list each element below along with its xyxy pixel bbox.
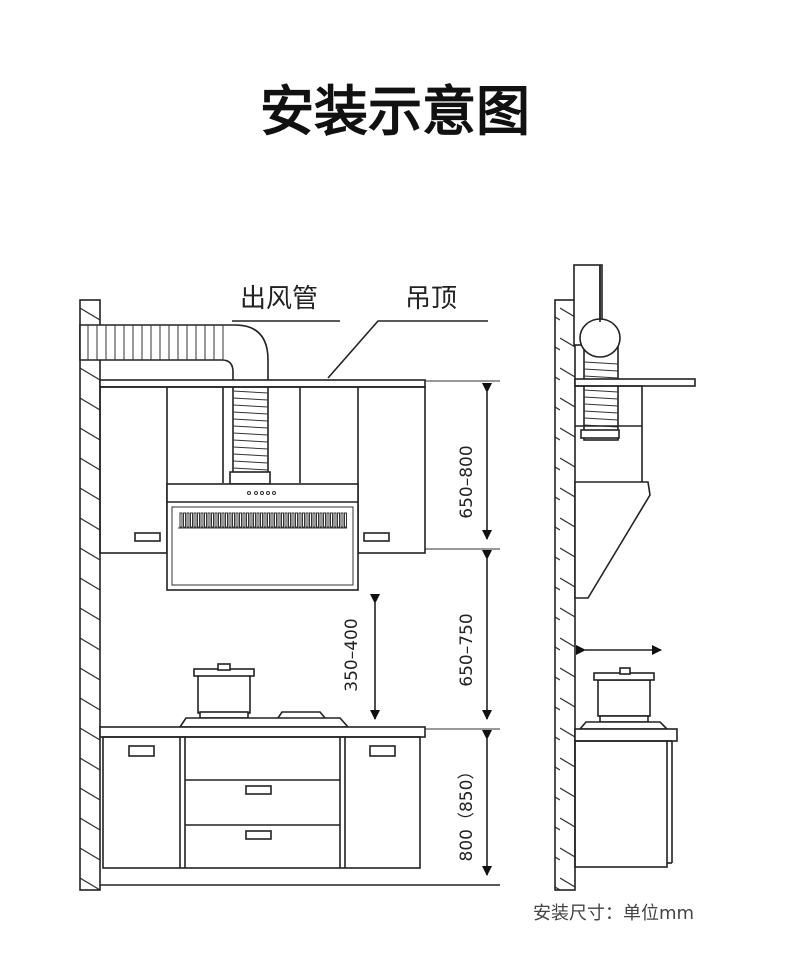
rib-line (232, 460, 269, 464)
grill-slot (190, 512, 193, 528)
grill-slot (277, 512, 281, 528)
ceiling-label: 吊顶 (405, 284, 457, 314)
rib-line (583, 389, 619, 393)
grill-slot (193, 512, 197, 528)
grill-slot (260, 512, 263, 528)
rib-line (583, 361, 619, 365)
grill-slot (232, 512, 235, 528)
grill-slot (246, 512, 249, 528)
duct-label: 出风管 (240, 284, 318, 314)
grill-slot (186, 512, 190, 528)
range-hood (166, 483, 359, 591)
grill-slot (221, 512, 225, 528)
grill-slot (326, 512, 330, 528)
grill-slot (263, 512, 267, 528)
grill-slot (225, 512, 228, 528)
rib-line (583, 396, 619, 400)
unit-note: 安装尺寸：单位mm (533, 903, 694, 924)
rib-line (232, 411, 269, 415)
grill-slot (316, 512, 319, 528)
grill-slot (309, 512, 312, 528)
rib-line (232, 390, 269, 394)
grill-slot (242, 512, 246, 528)
grill-slot (207, 512, 211, 528)
grill-slot (211, 512, 214, 528)
grill-slot (274, 512, 277, 528)
grill-slot (291, 512, 295, 528)
grill-slot (344, 512, 347, 528)
grill-slot (302, 512, 305, 528)
dim-counter-height: 800（850） (457, 763, 477, 862)
grill-slot (214, 512, 218, 528)
grill-slot (239, 512, 242, 528)
gas-stove (178, 663, 350, 728)
ceiling-board (99, 379, 426, 388)
grill-slot (253, 512, 256, 528)
dim-hood-to-counter: 650–750 (457, 613, 477, 686)
grill-slot (235, 512, 239, 528)
side-wall (554, 299, 576, 891)
left-wall (79, 299, 101, 891)
grill-slot (333, 512, 337, 528)
lower-cabinets (102, 736, 421, 869)
grill-slot (340, 512, 344, 528)
rib-line (232, 404, 269, 408)
rib-line (232, 453, 269, 457)
grill-slot (179, 512, 183, 528)
grill-slot (319, 512, 323, 528)
grill-slot (249, 512, 253, 528)
grill-slot (256, 512, 260, 528)
grill-slot (228, 512, 232, 528)
front-view: 出风管 吊顶 (79, 284, 500, 891)
grill-slot (288, 512, 291, 528)
side-duct (573, 264, 621, 441)
grill-slot (204, 512, 207, 528)
grill-slot (337, 512, 340, 528)
grill-slot (267, 512, 270, 528)
grill-slot (200, 512, 204, 528)
rib-line (232, 418, 269, 422)
side-ceiling-board (574, 378, 696, 387)
rib-line (583, 375, 619, 379)
grill-slot (305, 512, 309, 528)
rib-line (232, 439, 269, 443)
rib-line (583, 410, 619, 414)
grill-slot (284, 512, 288, 528)
side-stove (578, 667, 669, 730)
rib-line (583, 368, 619, 372)
grill-slot (218, 512, 221, 528)
rib-line (232, 446, 269, 450)
grill-slot (197, 512, 200, 528)
side-cabinet (574, 740, 668, 868)
grill-slot (281, 512, 284, 528)
grill-slot (312, 512, 316, 528)
side-range-hood (574, 385, 651, 599)
dim-cabinet-to-hood: 650–800 (457, 445, 477, 518)
side-countertop (574, 728, 678, 742)
grill-slot (298, 512, 302, 528)
rib-line (583, 417, 619, 421)
grill-slot (270, 512, 274, 528)
rib-line (583, 403, 619, 407)
rib-line (232, 467, 269, 471)
grill-slot (183, 512, 186, 528)
exhaust-duct (79, 324, 271, 485)
dim-pot-to-hood: 350–400 (342, 618, 362, 691)
grill-slot (323, 512, 326, 528)
rib-line (232, 397, 269, 401)
grill-slot (295, 512, 298, 528)
control-buttons (247, 491, 276, 495)
page-title: 安装示意图 (260, 80, 530, 143)
rib-line (232, 425, 269, 429)
countertop (99, 726, 426, 738)
side-view (554, 264, 696, 891)
grill-slot (330, 512, 333, 528)
dimension-lines (370, 380, 500, 876)
rib-line (232, 432, 269, 436)
